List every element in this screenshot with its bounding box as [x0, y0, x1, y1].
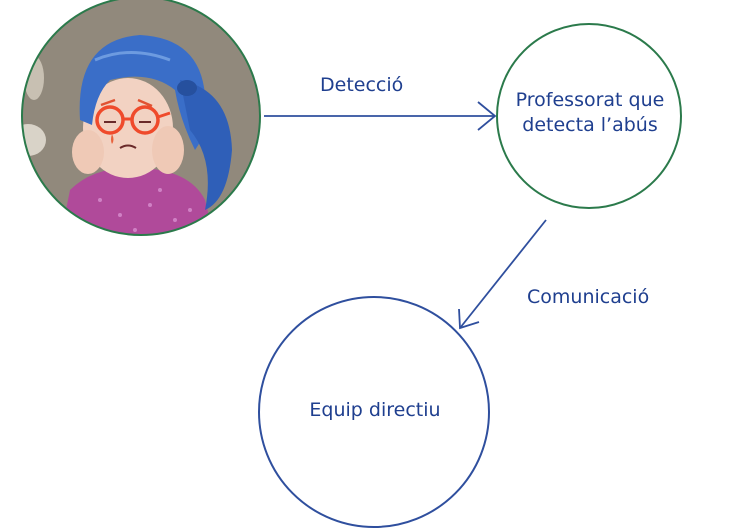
node-label-professorat-line2: detecta l’abús — [522, 113, 658, 136]
edge-label-deteccio: Detecció — [320, 74, 404, 96]
node-label-professorat-line1: Professorat que — [515, 89, 665, 111]
arrow-comunicacio — [458, 219, 547, 330]
crying-girl-illustration-icon — [22, 0, 260, 235]
edge-label-comunicacio: Comunicació — [527, 286, 650, 308]
node-label-equip-directiu: Equip directiu — [309, 399, 441, 421]
equip-directiu-node-circle — [258, 296, 490, 528]
professorat-node-circle — [496, 23, 682, 209]
node-label-professorat: Professorat que detecta l’abús — [500, 88, 680, 137]
arrow-deteccio — [264, 101, 497, 131]
portrait-node-border — [21, 0, 261, 236]
